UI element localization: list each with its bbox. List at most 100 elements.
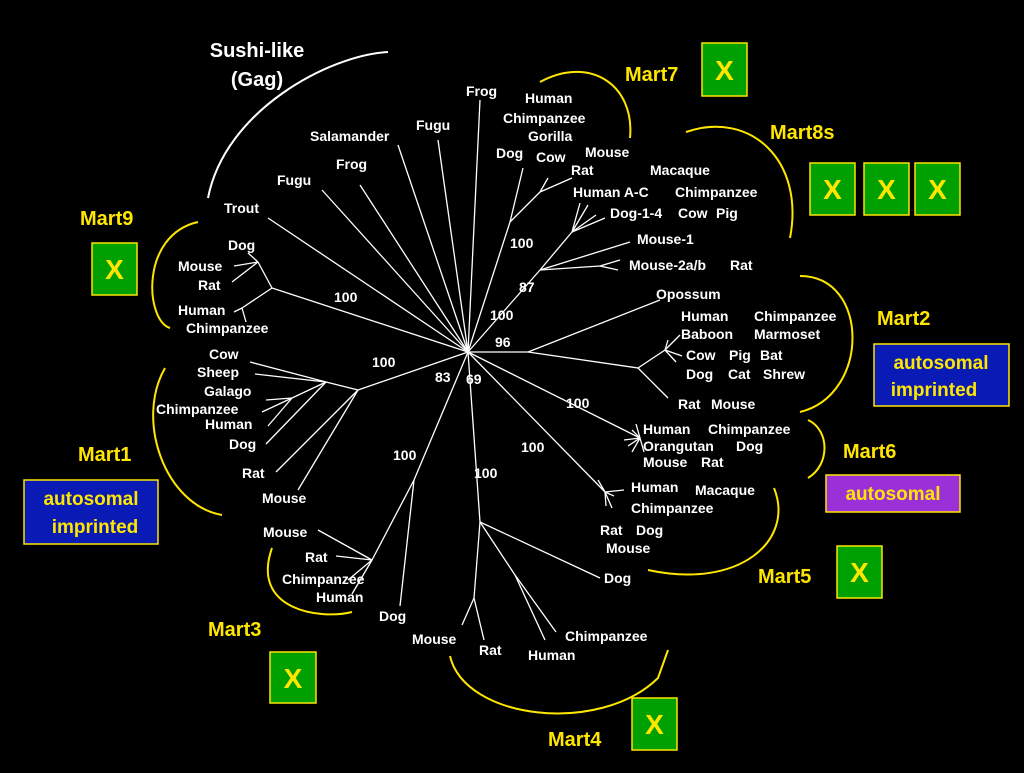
leaf-label: Gorilla <box>528 128 573 144</box>
x-mark-box <box>701 42 748 97</box>
mart1-annotation-line2: imprinted <box>52 517 139 538</box>
leaf-label: Rat <box>242 465 265 481</box>
leaf-label: Rat <box>479 642 502 658</box>
leaf-label: Salamander <box>310 128 390 144</box>
gag-label-line2: (Gag) <box>231 69 283 91</box>
x-mark-box <box>863 162 910 216</box>
mart1-label: Mart1 <box>78 444 131 466</box>
leaf-label: Bat <box>760 347 783 363</box>
mart8s-group: Mart8s X X X Macaque Human A-C Chimpanze… <box>573 122 961 273</box>
leaf-label: Marmoset <box>754 326 820 342</box>
x-mark-box <box>91 242 138 296</box>
leaf-label: Fugu <box>277 172 311 188</box>
leaf-label: Cow <box>536 149 566 165</box>
x-mark: X <box>715 55 734 86</box>
mart4-group: Mart4 X Mouse Rat Chimpanzee Human <box>412 628 678 751</box>
x-mark-box <box>269 651 317 704</box>
leaf-label: Human A-C <box>573 184 649 200</box>
leaf-label: Trout <box>224 200 259 216</box>
leaf-label: Mouse-1 <box>637 231 694 247</box>
bootstrap-value: 100 <box>510 235 534 251</box>
mart2-annotation-line2: imprinted <box>891 380 978 401</box>
bootstrap-value: 100 <box>372 354 396 370</box>
leaf-label: Rat <box>198 277 221 293</box>
mart6-group: Mart6 autosomal Human Chimpanzee Orangut… <box>643 421 961 513</box>
mart6-label: Mart6 <box>843 441 896 463</box>
leaf-label: Chimpanzee <box>675 184 758 200</box>
leaf-label: Human <box>643 421 690 437</box>
x-mark-box <box>631 697 678 751</box>
mart6-arc <box>807 419 826 479</box>
bootstrap-value: 100 <box>566 395 590 411</box>
x-mark: X <box>284 663 303 694</box>
leaf-label: Mouse <box>711 396 756 412</box>
leaf-label: Dog <box>496 145 523 161</box>
leaf-label: Macaque <box>695 482 755 498</box>
gag-group: Sushi-like (Gag) Frog Fugu Salamander Fr… <box>210 40 497 216</box>
x-mark-box <box>836 545 883 599</box>
leaf-label: Dog <box>604 570 631 586</box>
leaf-label: Rat <box>305 549 328 565</box>
mart3-group: Mart3 X Mouse Rat Chimpanzee Human Dog <box>208 524 406 704</box>
leaf-label: Dog <box>686 366 713 382</box>
bootstrap-value: 100 <box>474 465 498 481</box>
leaf-label: Rat <box>701 454 724 470</box>
mart1-arc <box>152 367 223 516</box>
leaf-label: Mouse-2a/b <box>629 257 706 273</box>
leaf-label: Chimpanzee <box>503 110 586 126</box>
mart2-annotation-line1: autosomal <box>893 353 988 374</box>
leaf-label: Cow <box>678 205 708 221</box>
leaf-label: Human <box>528 647 575 663</box>
gag-arc <box>207 51 389 199</box>
x-mark-box <box>914 162 961 216</box>
leaf-label: Dog <box>379 608 406 624</box>
mart4-arc <box>449 649 669 715</box>
bootstrap-value: 100 <box>393 447 417 463</box>
leaf-label: Galago <box>204 383 251 399</box>
gag-label-line1: Sushi-like <box>210 40 304 62</box>
x-mark: X <box>105 254 124 285</box>
mart6-annotation-line1: autosomal <box>845 484 940 505</box>
leaf-label: Baboon <box>681 326 733 342</box>
mart5-arc <box>647 487 780 576</box>
leaf-label: Chimpanzee <box>156 401 239 417</box>
leaf-label: Cow <box>686 347 716 363</box>
leaf-label: Human <box>681 308 728 324</box>
leaf-label: Rat <box>730 257 753 273</box>
leaf-label: Human <box>631 479 678 495</box>
leaf-label: Chimpanzee <box>186 320 269 336</box>
leaf-label: Dog <box>636 522 663 538</box>
mart9-group: Mart9 X Dog Mouse Rat Human Chimpanzee <box>80 208 269 336</box>
mart1-annotation-line1: autosomal <box>43 489 138 510</box>
mart4-label: Mart4 <box>548 729 602 751</box>
mart7-label: Mart7 <box>625 64 678 86</box>
bootstrap-value: 69 <box>466 371 482 387</box>
leaf-label: Chimpanzee <box>754 308 837 324</box>
mart1-annotation-box <box>23 479 159 545</box>
bootstrap-value: 87 <box>519 279 535 295</box>
mart2-arc <box>799 275 854 413</box>
bootstrap-value: 100 <box>490 307 514 323</box>
leaf-label: Dog <box>736 438 763 454</box>
bootstrap-value: 100 <box>334 289 358 305</box>
mart9-label: Mart9 <box>80 208 133 230</box>
leaf-label: Fugu <box>416 117 450 133</box>
leaf-label: Pig <box>729 347 751 363</box>
mart1-group: Mart1 autosomal imprinted Cow Sheep Gala… <box>23 346 307 545</box>
leaf-label: Rat <box>571 162 594 178</box>
leaf-label: Cat <box>728 366 751 382</box>
mart2-group: Mart2 autosomal imprinted Opossum Human … <box>656 286 1010 412</box>
leaf-label: Human <box>316 589 363 605</box>
mart6-annotation-box <box>825 474 961 513</box>
mart7-group: Mart7 X Human Chimpanzee Gorilla Dog Cow… <box>496 42 748 178</box>
leaf-label: Frog <box>466 83 497 99</box>
leaf-label: Chimpanzee <box>565 628 648 644</box>
mart3-arc <box>266 547 353 616</box>
leaf-label: Chimpanzee <box>282 571 365 587</box>
leaf-label: Chimpanzee <box>631 500 714 516</box>
leaf-label: Dog <box>228 237 255 253</box>
leaf-label: Frog <box>336 156 367 172</box>
leaf-label: Macaque <box>650 162 710 178</box>
leaf-label: Chimpanzee <box>708 421 791 437</box>
